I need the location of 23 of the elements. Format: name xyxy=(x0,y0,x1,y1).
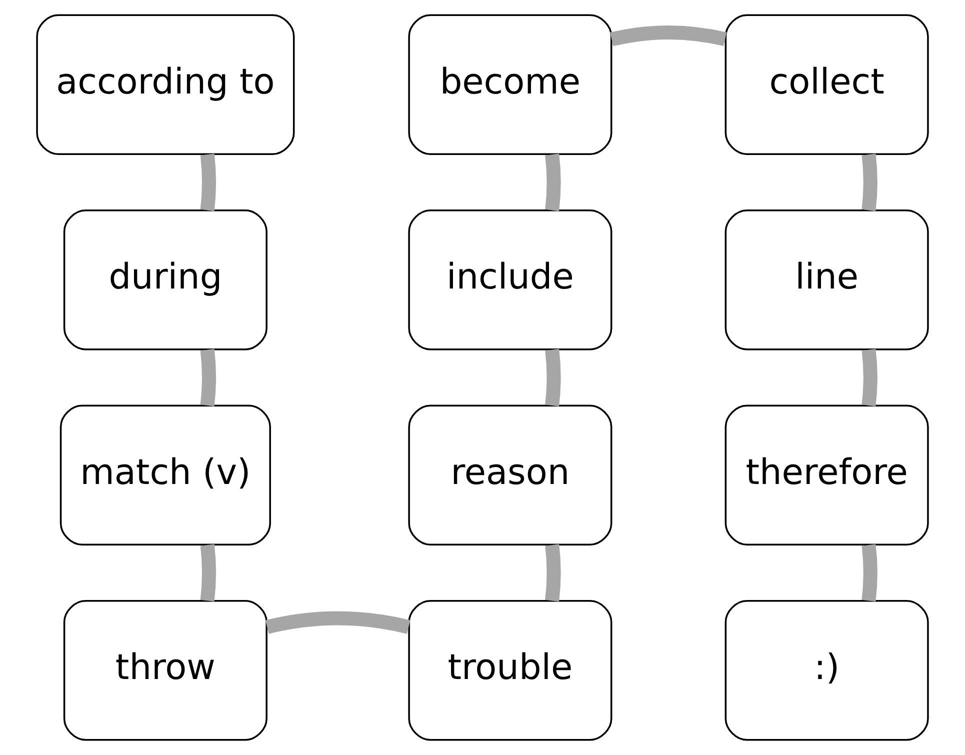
node-box: line xyxy=(724,210,929,350)
node-box: :) xyxy=(724,600,929,741)
connector xyxy=(200,154,216,211)
connector xyxy=(200,544,216,602)
connector xyxy=(862,154,878,211)
connector xyxy=(266,611,410,634)
connector xyxy=(545,154,561,211)
node-box: during xyxy=(63,210,268,350)
node-box: according to xyxy=(36,14,295,155)
node-box: include xyxy=(408,210,612,350)
connector xyxy=(610,26,727,46)
connector xyxy=(862,544,878,602)
node-box: reason xyxy=(408,404,612,546)
node-box: trouble xyxy=(408,600,612,741)
node-box: become xyxy=(408,14,612,155)
node-box: therefore xyxy=(724,404,929,546)
connector xyxy=(200,349,216,406)
node-box: collect xyxy=(724,14,929,155)
node-box: match (v) xyxy=(60,404,271,546)
connector xyxy=(862,349,878,406)
connector xyxy=(545,544,561,602)
connector xyxy=(545,348,561,406)
node-box: throw xyxy=(63,600,268,741)
